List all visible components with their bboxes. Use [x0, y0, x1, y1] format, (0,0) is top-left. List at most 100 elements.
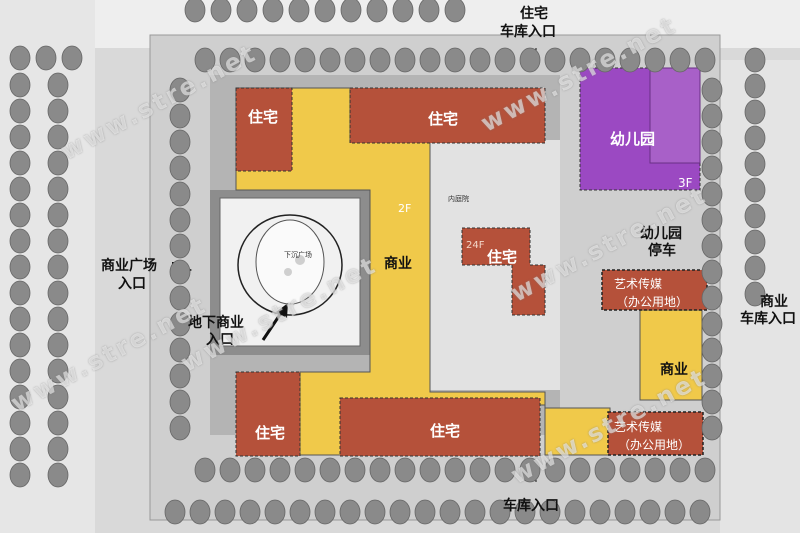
tree-icon — [47, 332, 69, 358]
residential-block-label: 住宅 — [428, 110, 459, 128]
tree-icon — [339, 499, 361, 525]
commercial-floor-label: 2F — [398, 202, 412, 215]
right-garage-label: 商业 — [760, 294, 788, 310]
tree-icon — [9, 98, 31, 124]
kindergarten-floors: 3F — [678, 176, 693, 190]
tree-icon — [619, 47, 641, 73]
tree-icon — [47, 306, 69, 332]
tree-icon — [9, 254, 31, 280]
tree-icon — [47, 462, 69, 488]
tree-icon — [169, 311, 191, 337]
tree-icon — [701, 103, 723, 129]
tree-icon — [619, 457, 641, 483]
tree-icon — [444, 457, 466, 483]
tree-icon — [744, 255, 766, 281]
tree-icon — [664, 499, 686, 525]
tree-icon — [47, 384, 69, 410]
tree-icon — [639, 499, 661, 525]
tree-icon — [164, 499, 186, 525]
tree-icon — [418, 0, 440, 23]
tree-icon — [169, 207, 191, 233]
tree-icon — [669, 47, 691, 73]
tree-icon — [744, 73, 766, 99]
tree-icon — [294, 457, 316, 483]
tree-icon — [701, 207, 723, 233]
tree-icon — [244, 47, 266, 73]
tree-icon — [169, 103, 191, 129]
tree-icon — [169, 389, 191, 415]
tree-icon — [169, 77, 191, 103]
tree-icon — [9, 176, 31, 202]
tree-icon — [9, 150, 31, 176]
tree-icon — [514, 499, 536, 525]
tree-icon — [314, 0, 336, 23]
tree-icon — [469, 47, 491, 73]
tree-icon — [366, 0, 388, 23]
tree-icon — [444, 47, 466, 73]
tree-icon — [394, 457, 416, 483]
tree-icon — [219, 47, 241, 73]
tree-icon — [169, 259, 191, 285]
tree-icon — [47, 72, 69, 98]
tree-icon — [544, 457, 566, 483]
tree-icon — [47, 410, 69, 436]
tree-icon — [701, 389, 723, 415]
residential-block-label: 住宅 — [430, 422, 461, 440]
tree-icon — [264, 499, 286, 525]
media-office-label: 艺术传媒 — [614, 420, 663, 434]
bottom-garage-entry-label: 车库入口 — [503, 498, 559, 514]
tree-icon — [344, 47, 366, 73]
tree-icon — [47, 176, 69, 202]
tree-icon — [614, 499, 636, 525]
tree-icon — [701, 77, 723, 103]
tree-icon — [214, 499, 236, 525]
tree-icon — [294, 47, 316, 73]
tree-icon — [9, 384, 31, 410]
tree-icon — [701, 129, 723, 155]
tree-icon — [169, 415, 191, 441]
tree-icon — [9, 228, 31, 254]
tree-icon — [419, 47, 441, 73]
residential-block-label: 住宅 — [248, 108, 279, 126]
tree-icon — [169, 233, 191, 259]
tree-icon — [644, 457, 666, 483]
tree-icon — [701, 233, 723, 259]
kindergarten-dropoff-label-2: 停车 — [648, 243, 676, 259]
tree-icon — [694, 47, 716, 73]
residential-block-label: 住宅 — [255, 424, 286, 442]
tree-icon — [47, 124, 69, 150]
tree-icon — [701, 337, 723, 363]
residential-block-label: 住宅 — [487, 248, 518, 266]
top-garage-entry-label: 车库入口 — [500, 24, 556, 40]
tree-icon — [340, 0, 362, 23]
tree-icon — [9, 280, 31, 306]
media-office-sublabel: （办公用地） — [616, 295, 689, 309]
tree-icon — [239, 499, 261, 525]
tree-icon — [744, 203, 766, 229]
tree-icon — [439, 499, 461, 525]
tree-icon — [544, 47, 566, 73]
tower-floor-label: 24F — [466, 240, 485, 251]
commercial-right-label: 商业 — [660, 362, 688, 378]
tree-icon — [489, 499, 511, 525]
tree-icon — [701, 155, 723, 181]
tree-icon — [9, 410, 31, 436]
tree-icon — [269, 47, 291, 73]
tree-icon — [389, 499, 411, 525]
tree-icon — [319, 457, 341, 483]
tree-icon — [744, 151, 766, 177]
tree-icon — [369, 457, 391, 483]
tree-icon — [47, 358, 69, 384]
tree-icon — [701, 285, 723, 311]
top-residential-label: 住宅 — [520, 6, 548, 22]
tree-icon — [47, 150, 69, 176]
kindergarten-dropoff-label: 幼儿园 — [640, 226, 682, 242]
courtyard-label: 内庭院 — [448, 195, 469, 203]
tree-icon — [469, 457, 491, 483]
tree-icon — [47, 280, 69, 306]
kindergarten-label: 幼儿园 — [610, 130, 656, 148]
tree-icon — [569, 457, 591, 483]
tree-icon — [701, 259, 723, 285]
tree-icon — [9, 202, 31, 228]
